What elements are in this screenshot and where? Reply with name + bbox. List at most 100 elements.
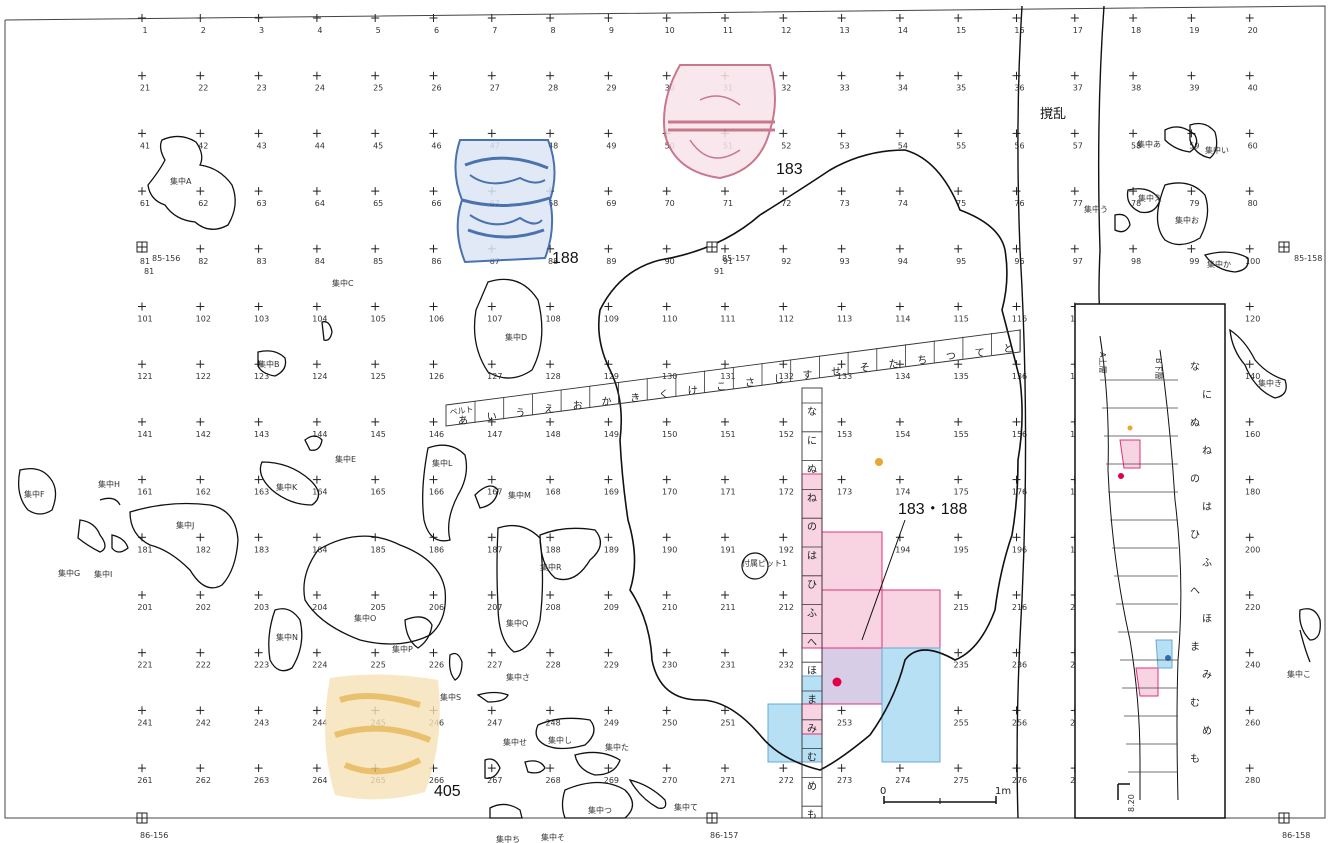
- grid-number: 226: [429, 661, 444, 670]
- grid-number: 168: [545, 488, 560, 497]
- cluster-label: 集中え: [1138, 193, 1162, 203]
- cluster-label: 集中F: [24, 489, 45, 499]
- grid-number: 66: [431, 199, 441, 208]
- grid-point: 49: [604, 129, 616, 150]
- grid-point: 37: [1070, 71, 1083, 93]
- belt-kana: か: [602, 396, 612, 408]
- grid-number: 176: [1012, 488, 1027, 497]
- grid-point: 116: [1012, 302, 1027, 324]
- grid-point: 94: [895, 244, 908, 266]
- grid-number: 88: [548, 257, 558, 266]
- grid-number: 212: [779, 603, 794, 612]
- grid-number: 44: [315, 141, 325, 150]
- grid-point: 32: [779, 71, 791, 93]
- grid-point: 104: [312, 302, 328, 324]
- grid-number: 32: [781, 84, 791, 93]
- grid-number: 13: [840, 26, 850, 35]
- cluster-label: 集中B: [258, 359, 280, 369]
- grid-point: 120: [1245, 302, 1260, 324]
- grid-number: 78: [1131, 199, 1141, 208]
- grid-point: 63: [254, 187, 267, 208]
- grid-number: 39: [1189, 84, 1199, 93]
- grid-number: 37: [1073, 84, 1083, 93]
- grid-number: 172: [779, 488, 794, 497]
- pink-cell: [881, 589, 941, 649]
- artifact-number: 405: [434, 783, 461, 800]
- belt-kana: は: [807, 550, 817, 562]
- grid-number: 161: [137, 488, 152, 497]
- grid-point: 9: [604, 14, 614, 35]
- grid-point: 196: [1012, 533, 1027, 554]
- grid-number: 100: [1245, 257, 1260, 266]
- grid-point: 192: [779, 533, 794, 554]
- grid-point: 133: [837, 360, 852, 381]
- grid-number: 272: [779, 776, 794, 785]
- grid-point: 65: [371, 187, 383, 208]
- grid-number: 248: [545, 718, 560, 727]
- grid-point: 172: [779, 475, 794, 497]
- belt-kana: な: [807, 406, 817, 418]
- inset-kana: む: [1190, 697, 1200, 709]
- grid-point: 156: [1012, 417, 1027, 439]
- grid-point: 73: [837, 187, 850, 208]
- belt-kana: え: [544, 404, 554, 416]
- grid-point: 48: [546, 129, 558, 150]
- grid-number: 16: [1014, 26, 1024, 35]
- leader-line: [861, 519, 906, 641]
- grid-point: 165: [371, 475, 386, 497]
- grid-number: 223: [254, 661, 269, 670]
- grid-number: 173: [837, 488, 852, 497]
- cluster-label: 集中G: [58, 568, 80, 578]
- grid-number: 40: [1248, 84, 1258, 93]
- grid-point: 90: [662, 244, 675, 266]
- cluster-label: 集中か: [1207, 259, 1231, 269]
- grid-point: 110: [662, 302, 677, 324]
- grid-point: 162: [196, 475, 211, 497]
- benchmark-label: 85-157: [722, 254, 750, 263]
- grid-point: 77: [1070, 187, 1083, 208]
- grid-number: 134: [895, 372, 910, 381]
- grid-number: 169: [604, 488, 619, 497]
- grid-number: 98: [1131, 257, 1141, 266]
- grid-number: 52: [781, 141, 791, 150]
- grid-number: 269: [604, 776, 619, 785]
- grid-point: 38: [1129, 71, 1141, 93]
- grid-point: 100: [1245, 244, 1260, 266]
- grid-point: 215: [954, 591, 969, 612]
- grid-number: 101: [137, 315, 152, 324]
- grid-point: 18: [1129, 14, 1141, 35]
- belt-kana: も: [807, 809, 817, 821]
- cluster-label: 集中て: [674, 802, 698, 812]
- grid-number: 94: [898, 257, 908, 266]
- inset-corner-label: 8.20: [1127, 794, 1136, 812]
- grid-number: 121: [137, 372, 152, 381]
- cluster-label: 集中K: [276, 482, 298, 492]
- grid-number: 241: [137, 718, 152, 727]
- grid-point: 125: [371, 360, 386, 381]
- highlight-cells: [767, 473, 941, 763]
- grid-point: 270: [662, 764, 677, 785]
- grid-point: 206: [429, 591, 444, 612]
- grid-number: 221: [137, 661, 152, 670]
- grid-point: 212: [779, 591, 794, 612]
- grid-number: 90: [665, 257, 675, 266]
- belt-kana: に: [807, 435, 817, 447]
- grid-number: 266: [429, 776, 444, 785]
- grid-number: 276: [1012, 776, 1027, 785]
- cluster-label: 集中し: [548, 735, 572, 745]
- grid-number: 268: [545, 776, 560, 785]
- grid-number: 53: [840, 141, 850, 150]
- grid-number: 38: [1131, 84, 1141, 93]
- grid-point: 182: [196, 533, 211, 554]
- cluster-label: 集中あ: [1137, 139, 1161, 149]
- grid-point: 61: [138, 187, 150, 208]
- grid-number: 256: [1012, 718, 1027, 727]
- grid-number: 225: [371, 661, 386, 670]
- grid-point: 107: [487, 302, 502, 324]
- grid-number: 210: [662, 603, 677, 612]
- inset-kana: は: [1202, 501, 1212, 513]
- grid-point: 113: [837, 302, 852, 324]
- grid-point: 11: [721, 14, 733, 35]
- grid-number: 6: [434, 26, 439, 35]
